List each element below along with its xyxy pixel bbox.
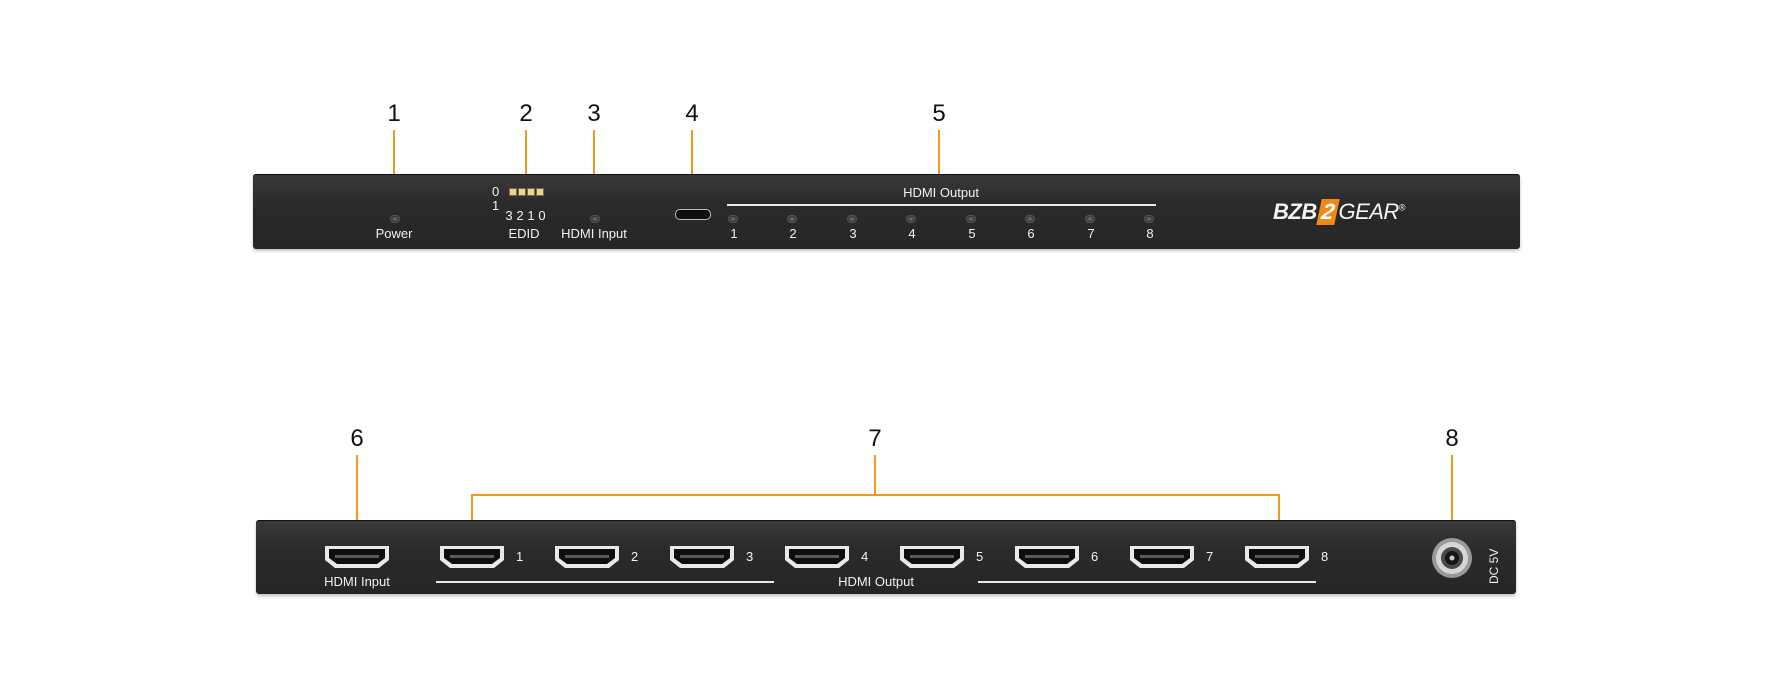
edid-row-top-label: 0	[492, 184, 500, 199]
hdmi-output-port-1-icon[interactable]	[437, 544, 507, 570]
micro-usb-port-icon[interactable]	[675, 209, 711, 220]
callout-line-7-bracket	[471, 494, 1280, 496]
output-led-5-icon	[966, 215, 976, 223]
hdmi-output-port-number-2: 2	[631, 549, 639, 564]
output-led-number-6: 6	[1027, 226, 1035, 241]
hdmi-output-label-rear: HDMI Output	[838, 574, 914, 589]
edid-row-bottom-label: 1	[492, 198, 500, 213]
hdmi-output-port-number-3: 3	[746, 549, 754, 564]
callout-number-5: 5	[932, 100, 946, 127]
callout-number-4: 4	[685, 100, 699, 127]
dc-5v-label: DC 5V	[1487, 548, 1501, 584]
output-led-number-5: 5	[968, 226, 976, 241]
dip-switch-2-icon[interactable]	[518, 188, 526, 196]
dip-switch-3-icon[interactable]	[509, 188, 517, 196]
output-led-1-icon	[728, 215, 738, 223]
hdmi-output-port-4-icon[interactable]	[782, 544, 852, 570]
dip-switch-0-icon[interactable]	[536, 188, 544, 196]
output-led-number-4: 4	[908, 226, 916, 241]
brand-registered-mark: ®	[1398, 202, 1406, 213]
edid-label: EDID	[508, 226, 540, 241]
edid-bit-0: 0	[538, 208, 546, 223]
callout-line-2	[525, 130, 527, 188]
edid-bit-1: 1	[527, 208, 535, 223]
hdmi-output-port-5-icon[interactable]	[897, 544, 967, 570]
front-panel: Power 0 1 3 2 1 0 EDID HDMI Input HDMI O…	[253, 174, 1520, 249]
edid-bit-2: 2	[516, 208, 524, 223]
callout-number-8: 8	[1445, 425, 1459, 452]
callout-line-1	[393, 130, 395, 214]
hdmi-output-port-8-icon[interactable]	[1242, 544, 1312, 570]
brand-logo-part1: BZB	[1273, 199, 1317, 224]
hdmi-output-line-right	[978, 581, 1316, 583]
hdmi-output-port-number-4: 4	[861, 549, 869, 564]
power-label: Power	[375, 226, 413, 241]
hdmi-output-port-6-icon[interactable]	[1012, 544, 1082, 570]
callout-line-3	[593, 130, 595, 214]
callout-number-6: 6	[350, 425, 364, 452]
output-led-8-icon	[1144, 215, 1154, 223]
callout-number-2: 2	[519, 100, 533, 127]
brand-logo-part3: GEAR	[1338, 199, 1399, 224]
dip-switch-1-icon[interactable]	[527, 188, 535, 196]
output-led-7-icon	[1085, 215, 1095, 223]
output-led-number-2: 2	[789, 226, 797, 241]
callout-number-1: 1	[387, 100, 401, 127]
hdmi-output-line-left	[436, 581, 774, 583]
hdmi-input-label-front: HDMI Input	[561, 226, 627, 241]
callout-line-8	[1451, 455, 1453, 535]
callout-line-6	[356, 455, 358, 535]
hdmi-output-port-number-1: 1	[516, 549, 524, 564]
callout-line-7-stem	[874, 455, 876, 495]
callout-line-7-right	[1278, 494, 1280, 536]
output-led-number-1: 1	[730, 226, 738, 241]
callout-number-3: 3	[587, 100, 601, 127]
hdmi-output-port-number-6: 6	[1091, 549, 1099, 564]
hdmi-output-label-front: HDMI Output	[903, 185, 979, 200]
output-led-4-icon	[906, 215, 916, 223]
callout-line-5	[938, 130, 940, 178]
hdmi-output-port-number-5: 5	[976, 549, 984, 564]
output-led-number-8: 8	[1146, 226, 1154, 241]
output-led-3-icon	[847, 215, 857, 223]
output-led-number-3: 3	[849, 226, 857, 241]
power-led-icon	[390, 215, 400, 223]
hdmi-output-divider	[727, 204, 1156, 206]
output-led-6-icon	[1025, 215, 1035, 223]
callout-line-7-left	[471, 494, 473, 536]
dc-power-jack-icon[interactable]	[1431, 537, 1473, 579]
rear-panel: HDMI Input 1 2 3 4 5 6 7	[256, 520, 1516, 594]
hdmi-output-port-number-8: 8	[1321, 549, 1329, 564]
hdmi-input-label-rear: HDMI Input	[324, 574, 390, 589]
callout-number-7: 7	[868, 425, 882, 452]
output-led-number-7: 7	[1087, 226, 1095, 241]
hdmi-output-port-2-icon[interactable]	[552, 544, 622, 570]
hdmi-output-port-number-7: 7	[1206, 549, 1214, 564]
callout-line-4	[691, 130, 693, 210]
output-led-2-icon	[787, 215, 797, 223]
hdmi-input-port-icon[interactable]	[322, 544, 392, 570]
brand-logo-part2: 2	[1315, 199, 1340, 225]
edid-bit-3: 3	[505, 208, 513, 223]
hdmi-output-port-3-icon[interactable]	[667, 544, 737, 570]
hdmi-output-port-7-icon[interactable]	[1127, 544, 1197, 570]
hdmi-input-led-icon	[590, 215, 600, 223]
